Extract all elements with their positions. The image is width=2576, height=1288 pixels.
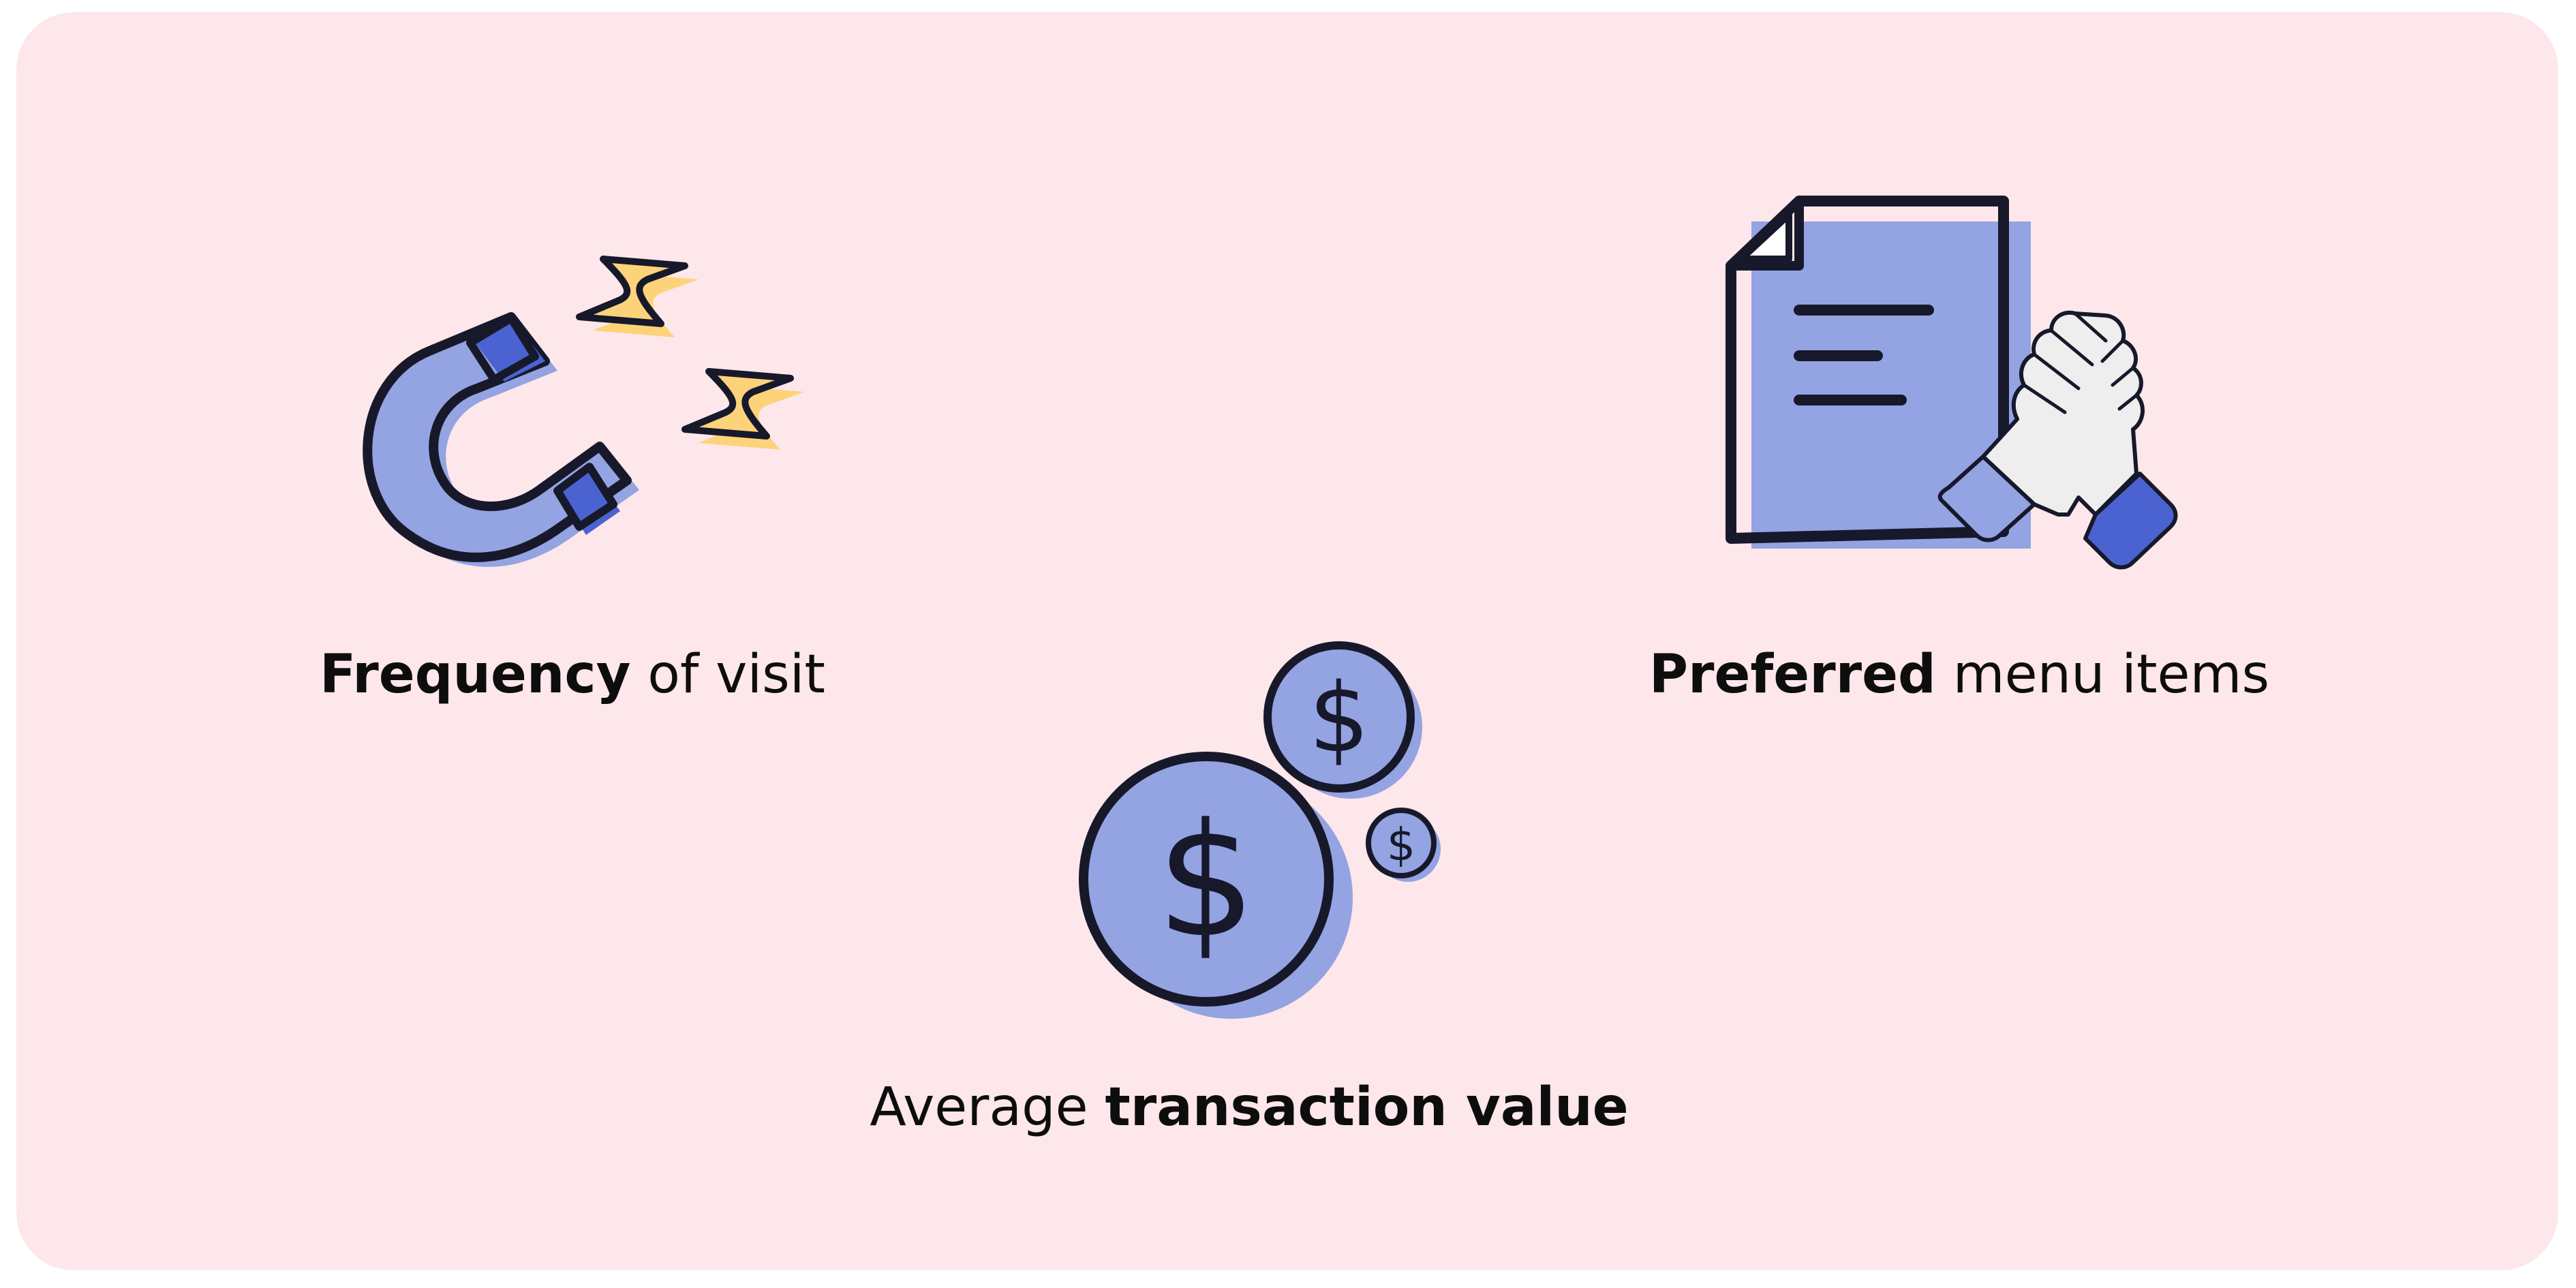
- caption-frequency-regular: of visit: [630, 644, 826, 705]
- caption-preferred-bold: Preferred: [1649, 644, 1936, 705]
- content-card: [16, 12, 2558, 1270]
- caption-frequency-bold: Frequency: [319, 644, 631, 705]
- svg-text:$: $: [1387, 818, 1415, 871]
- caption-average-bold: transaction value: [1105, 1077, 1629, 1138]
- document-handshake-icon: [1726, 196, 2178, 570]
- coins-icon: $ $ $: [1079, 641, 1441, 1019]
- svg-text:$: $: [1308, 663, 1369, 774]
- caption-preferred: Preferred menu items: [1550, 641, 2368, 709]
- caption-average: Average transaction value: [840, 1073, 1658, 1141]
- caption-frequency: Frequency of visit: [164, 641, 981, 709]
- svg-text:$: $: [1156, 791, 1256, 972]
- caption-average-regular: Average: [870, 1077, 1105, 1138]
- magnet-icon: [363, 256, 804, 567]
- caption-preferred-regular: menu items: [1935, 644, 2270, 705]
